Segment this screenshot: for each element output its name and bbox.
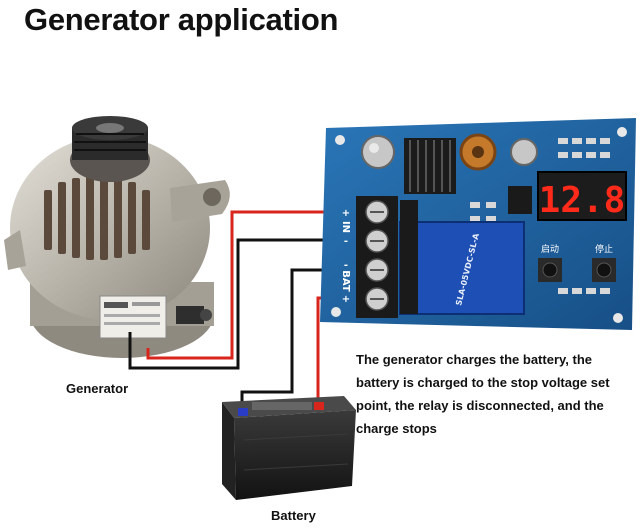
generator-label: Generator bbox=[66, 381, 129, 396]
wire-generator-positive bbox=[146, 210, 342, 360]
stop-button-label: 停止 bbox=[595, 243, 613, 255]
start-button: 启动 bbox=[538, 243, 562, 282]
start-button-label: 启动 bbox=[541, 243, 559, 255]
battery-positive-terminal bbox=[314, 402, 324, 410]
description-line: point, the relay is disconnected, and th… bbox=[356, 398, 604, 413]
generator-alternator-image bbox=[4, 116, 230, 358]
description-text: The generator charges the battery, the b… bbox=[356, 348, 632, 440]
battery-image bbox=[222, 396, 356, 500]
description-line: battery is charged to the stop voltage s… bbox=[356, 375, 610, 390]
wires bbox=[128, 210, 342, 412]
terminal-bat-label: BAT bbox=[340, 270, 351, 292]
terminal-bat-plus: + bbox=[342, 294, 350, 305]
description-line: The generator charges the battery, the bbox=[356, 352, 592, 367]
description-line: charge stops bbox=[356, 421, 437, 436]
relay: SLA-05VDC-SL-A bbox=[399, 200, 525, 315]
display-value: 12.8 bbox=[539, 180, 626, 221]
terminal-in-minus: - bbox=[344, 236, 348, 247]
led-display: 12.8 bbox=[537, 171, 627, 221]
battery-negative-terminal bbox=[238, 408, 248, 416]
stop-button: 停止 bbox=[592, 243, 616, 282]
terminal-bat-minus: - bbox=[344, 260, 348, 271]
wire-battery-negative bbox=[240, 268, 342, 412]
charger-control-board: 12.8 SLA-05VDC-SL-A 启动 停止 bbox=[320, 118, 636, 330]
diagram-title: Generator application bbox=[24, 2, 339, 37]
terminal-in-plus: + bbox=[342, 208, 350, 219]
battery-label: Battery bbox=[271, 508, 316, 523]
screw-terminal-block bbox=[356, 196, 398, 318]
wire-generator-negative bbox=[128, 238, 342, 370]
terminal-in-label: IN bbox=[340, 221, 351, 233]
heatsink bbox=[404, 138, 456, 194]
